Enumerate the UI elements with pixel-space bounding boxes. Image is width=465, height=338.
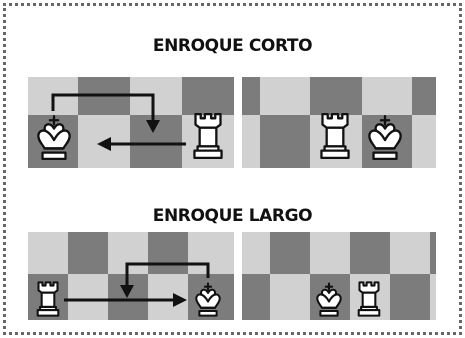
board-square — [310, 232, 350, 274]
board-square — [148, 232, 188, 274]
white-rook-icon — [193, 112, 223, 160]
long-castling-board-before — [28, 232, 234, 320]
rook-move-arrowhead — [173, 293, 187, 307]
board-square — [242, 232, 270, 274]
long-castling-board-after — [242, 232, 436, 320]
king-move-arrow — [51, 93, 186, 151]
white-rook-icon — [36, 281, 60, 317]
white-king-icon — [195, 282, 221, 317]
board-square — [148, 274, 188, 320]
board-square — [412, 77, 436, 115]
board-square — [412, 115, 436, 168]
board-square — [390, 274, 430, 320]
board-square — [270, 274, 310, 320]
board-square — [430, 274, 436, 320]
white-rook-icon — [357, 281, 381, 317]
white-king-icon — [37, 114, 71, 161]
board-square — [310, 77, 362, 115]
board-square — [242, 77, 260, 115]
short-castling-board-after — [242, 77, 436, 168]
board-square — [430, 232, 436, 274]
long-castling-title: ENROQUE LARGO — [152, 206, 313, 226]
board-square — [362, 77, 412, 115]
board-square — [260, 115, 310, 168]
king-move-arrow — [64, 262, 210, 307]
board-square — [390, 232, 430, 274]
board-square — [242, 115, 260, 168]
board-square — [68, 232, 108, 274]
white-rook-icon — [320, 112, 350, 160]
short-castling-board-before — [28, 77, 234, 168]
short-castling-title: ENROQUE CORTO — [152, 36, 313, 56]
white-king-icon — [316, 282, 342, 317]
board-square — [350, 232, 390, 274]
board-square — [242, 274, 270, 320]
rook-move-arrowhead — [97, 137, 111, 151]
board-square — [68, 274, 108, 320]
board-square — [188, 232, 234, 274]
board-square — [28, 232, 68, 274]
board-square — [182, 77, 234, 115]
white-king-icon — [368, 114, 402, 161]
board-square — [260, 77, 310, 115]
board-square — [270, 232, 310, 274]
